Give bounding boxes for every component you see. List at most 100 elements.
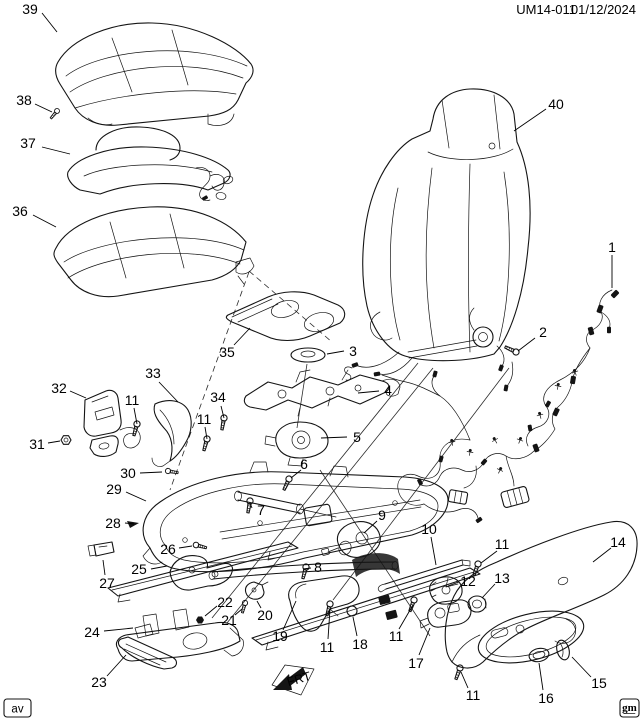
nut-22-art — [196, 616, 204, 624]
callout-leader — [133, 407, 138, 425]
callout-leader — [139, 471, 163, 474]
callout-leader — [517, 337, 536, 352]
callout-leader — [290, 469, 302, 479]
cushion-heater-pad-art — [67, 126, 234, 201]
callout-number: 4 — [384, 382, 392, 398]
callout-number: 7 — [257, 502, 265, 518]
callout-number: 28 — [105, 515, 121, 531]
callout-number: 1 — [608, 239, 616, 255]
callout-number: 16 — [538, 690, 554, 706]
callout-leader — [220, 405, 225, 419]
callout-number: 18 — [352, 636, 368, 652]
callout-leader — [326, 350, 345, 355]
callout-number: 40 — [548, 96, 564, 112]
callout-leader — [41, 12, 58, 33]
callout-number: 33 — [145, 365, 161, 381]
callout-number: 21 — [221, 612, 237, 628]
callout-leader — [447, 581, 460, 587]
nut-31-art — [60, 435, 72, 445]
switch-knob-12-art — [429, 576, 463, 605]
callout-number: 12 — [460, 573, 476, 589]
callout-leader — [480, 550, 498, 564]
callout-number: 29 — [106, 481, 122, 497]
callout-leader — [302, 567, 312, 570]
frt-label: FRT — [285, 669, 312, 689]
inner-shield-art — [151, 400, 192, 467]
callout-number: 10 — [421, 521, 437, 537]
callout-leader — [513, 108, 547, 132]
callout-leader — [320, 436, 348, 439]
track-trim-24-art — [115, 608, 244, 662]
callout-leader — [47, 440, 61, 444]
callout-number: 25 — [131, 561, 147, 577]
callout-number: 5 — [353, 429, 361, 445]
cap-15-art — [556, 639, 570, 661]
callout-number: 11 — [197, 411, 212, 427]
motor-5-art — [264, 421, 329, 467]
callout-leader — [592, 547, 612, 563]
cushion-pad-art — [53, 206, 255, 298]
callout-number: 20 — [257, 607, 273, 623]
motor-9-art — [321, 521, 381, 558]
callout-leader — [327, 608, 331, 640]
callout-leader — [418, 627, 431, 656]
cushion-pan-art — [225, 291, 346, 342]
bolt-26-art — [192, 541, 208, 551]
ring-18-art — [346, 605, 358, 617]
callout-number: 11 — [389, 628, 404, 644]
callout-number: 34 — [210, 389, 226, 405]
callout-leader — [460, 671, 469, 689]
callout-leader — [538, 662, 544, 691]
seat-track-art — [107, 541, 481, 651]
bracket-25-art — [169, 555, 234, 591]
cover-19-art — [288, 575, 360, 632]
bolt-2-art — [503, 343, 521, 357]
callout-leader — [41, 146, 71, 155]
callout-leader — [124, 522, 135, 525]
callout-number: 30 — [120, 465, 136, 481]
callout-number: 23 — [91, 674, 107, 690]
callout-leader — [204, 605, 218, 617]
callout-number: 11 — [466, 687, 481, 703]
clip-28-art — [127, 521, 139, 528]
callout-number: 27 — [99, 575, 115, 591]
callout-leader — [481, 583, 496, 599]
callout-leader — [106, 654, 127, 677]
callout-leader — [125, 491, 147, 502]
revision-code: av — [11, 704, 23, 716]
knob-13-art — [467, 595, 487, 613]
callout-number: 32 — [51, 380, 67, 396]
washer-3-art — [290, 347, 326, 429]
callout-leader — [352, 616, 358, 637]
callout-leader — [178, 545, 193, 549]
seat-cushion-cover-art — [55, 22, 254, 126]
callout-number: 36 — [12, 203, 28, 219]
callout-leader — [34, 103, 53, 113]
callout-leader — [69, 390, 87, 399]
seat-belt-buckle-art — [83, 389, 141, 457]
callout-leader — [571, 656, 592, 678]
bolt-30-art — [164, 467, 179, 476]
callout-number: 13 — [494, 570, 510, 586]
callout-number: 11 — [320, 639, 335, 655]
callout-number: 31 — [29, 436, 45, 452]
callout-leader — [158, 381, 179, 403]
callout-number: 15 — [591, 675, 607, 691]
cap-16-art — [528, 647, 550, 663]
callout-leader — [256, 600, 262, 609]
wiring-harness-art — [381, 289, 620, 524]
callout-leader — [282, 600, 297, 631]
callout-number: 24 — [84, 624, 100, 640]
sheet-header: UM14-011 01/12/2024 — [516, 2, 636, 17]
callout-leader — [233, 327, 251, 346]
callout-number: 6 — [300, 456, 308, 472]
adjuster-mechanism-art — [243, 369, 401, 417]
callout-leader — [234, 608, 243, 616]
callout-number: 2 — [539, 324, 547, 340]
frt-direction-marker: FRT — [271, 664, 315, 696]
callout-leader — [249, 502, 253, 509]
clip-27-art — [87, 541, 115, 557]
document-number: UM14-011 — [516, 2, 576, 17]
callout-number: 19 — [272, 628, 288, 644]
